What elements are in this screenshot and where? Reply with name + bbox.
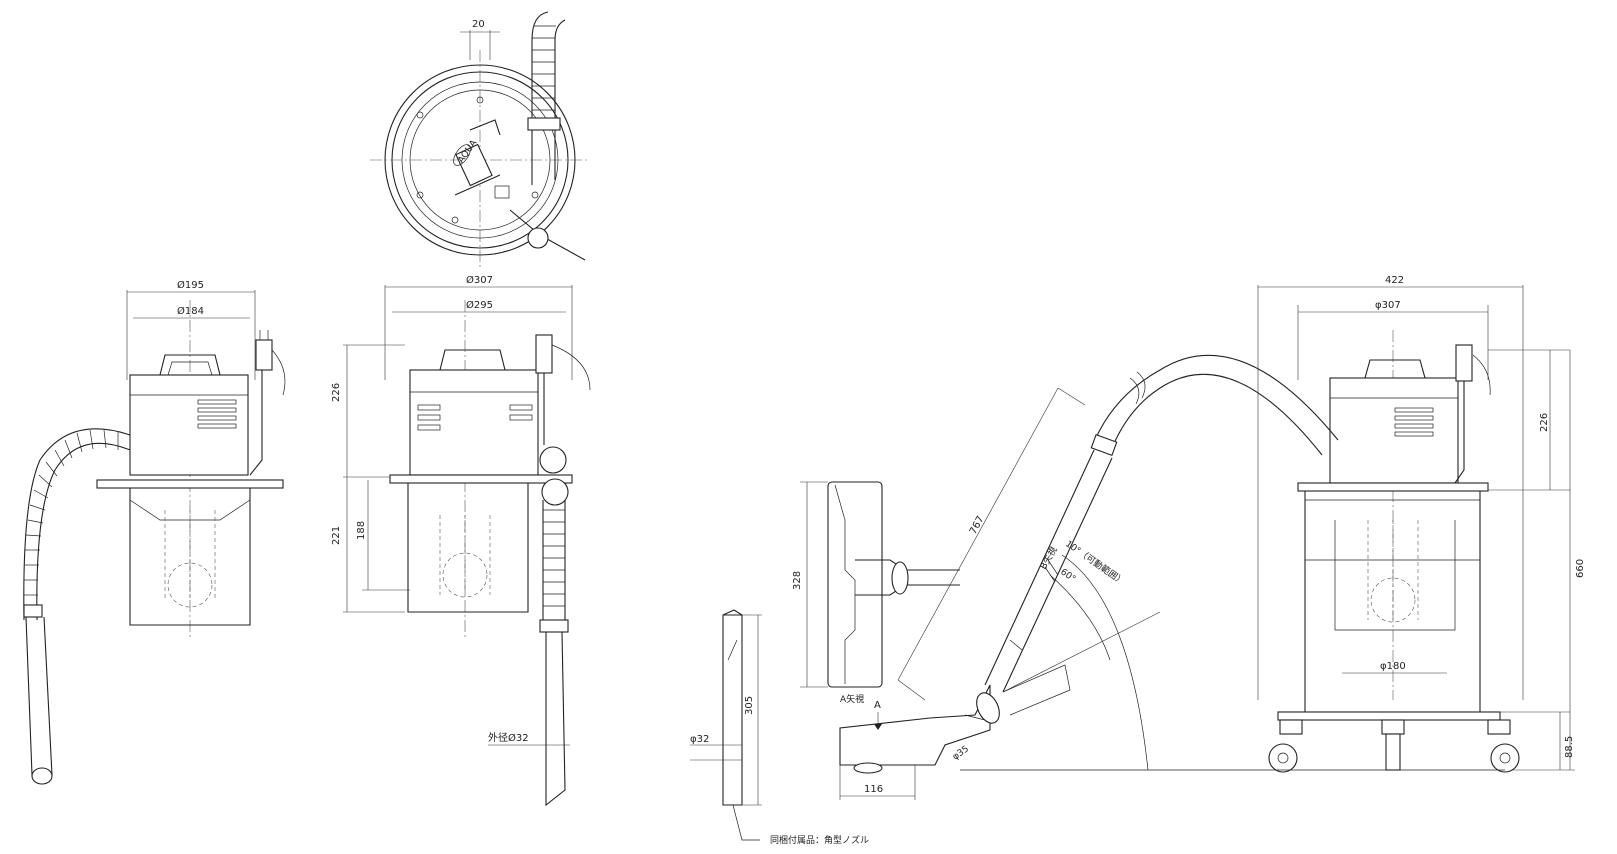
assembled-view: 422 φ307 226 660 88.5 bbox=[839, 275, 1586, 800]
dim-right-226: 226 bbox=[1539, 413, 1550, 432]
accessory-note: 同梱付属品：角型ノズル bbox=[770, 834, 869, 846]
dim-660: 660 bbox=[1575, 559, 1586, 578]
crevice-nozzle-view: 305 φ32 同梱付属品：角型ノズル bbox=[690, 609, 869, 846]
dim-d307: Ø307 bbox=[466, 274, 493, 286]
front-view: Ø307 Ø295 226 221 188 bbox=[331, 274, 591, 807]
top-view: AQUA 20 bbox=[370, 11, 590, 270]
angle-60: 60° bbox=[1058, 567, 1077, 584]
dim-88-5: 88.5 bbox=[1564, 736, 1575, 758]
dim-767: 767 bbox=[968, 514, 987, 536]
dim-crevice-d32: φ32 bbox=[690, 734, 709, 745]
dim-221: 221 bbox=[331, 526, 342, 545]
dim-305: 305 bbox=[744, 696, 755, 715]
dim-outer-dia-32: 外径Ø32 bbox=[488, 731, 529, 744]
view-a-label: A矢視 bbox=[840, 693, 864, 705]
dim-right-d307: φ307 bbox=[1375, 300, 1401, 311]
dim-188: 188 bbox=[356, 521, 367, 540]
dim-d35: φ35 bbox=[951, 744, 971, 762]
dim-right-d180: φ180 bbox=[1380, 661, 1406, 672]
nozzle-a-view: 328 A矢視 bbox=[792, 481, 960, 705]
dim-20: 20 bbox=[472, 19, 485, 30]
casters bbox=[1268, 719, 1520, 773]
arrow-a: A bbox=[874, 700, 881, 711]
dim-226: 226 bbox=[331, 383, 342, 402]
side-view: Ø195 Ø184 bbox=[23, 279, 286, 785]
dim-422: 422 bbox=[1385, 275, 1404, 286]
dim-d195: Ø195 bbox=[177, 279, 204, 291]
b-view-label: B矢視 bbox=[1037, 545, 1059, 572]
dim-328: 328 bbox=[792, 571, 803, 590]
dim-d295: Ø295 bbox=[466, 299, 493, 311]
dim-116: 116 bbox=[864, 784, 883, 795]
dim-d184: Ø184 bbox=[177, 305, 204, 317]
